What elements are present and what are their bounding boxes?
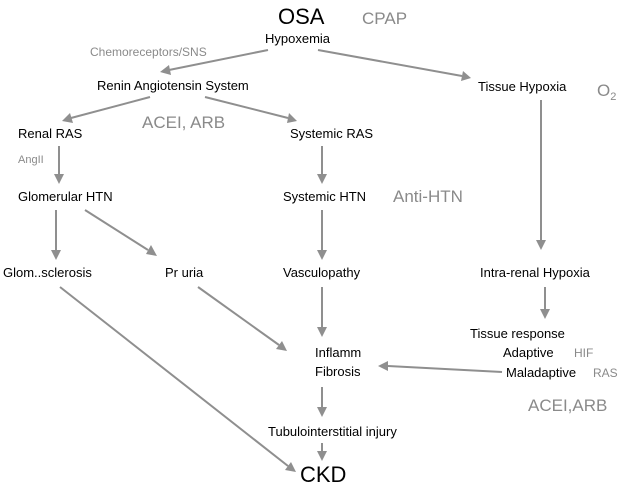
inflamm-label: Inflamm xyxy=(315,345,361,360)
arrowhead-tubulointerstitial-to-ckd xyxy=(317,451,327,461)
arrowhead-glomerular-htn-to-glom-sclerosis xyxy=(51,250,61,260)
arrow-hypoxemia-to-tissue-hypoxia xyxy=(317,49,463,77)
arrowhead-intra-renal-to-tissue-response xyxy=(540,309,550,319)
intra-renal-hypoxia-label: Intra-renal Hypoxia xyxy=(480,265,591,280)
anti-htn-label: Anti-HTN xyxy=(393,187,463,206)
pr-uria-label: Pr uria xyxy=(165,265,204,280)
arrow-pr-uria-to-inflamm xyxy=(197,286,280,346)
vasculopathy-label: Vasculopathy xyxy=(283,265,361,280)
glomerular-htn-label: Glomerular HTN xyxy=(18,189,113,204)
maladaptive-label: Maladaptive xyxy=(506,365,576,380)
osa-label: OSA xyxy=(278,4,325,29)
arrow-ras-to-renal-ras xyxy=(70,96,151,119)
systemic-ras-label: Systemic RAS xyxy=(290,126,373,141)
arrowhead-vasculopathy-to-inflamm xyxy=(317,327,327,337)
hypoxemia-label: Hypoxemia xyxy=(265,31,331,46)
arrow-glomerular-htn-to-pr-uria xyxy=(84,209,149,251)
arrowhead-glom-sclerosis-to-ckd xyxy=(285,462,296,472)
tissue-hypoxia-label: Tissue Hypoxia xyxy=(478,79,567,94)
cpap-label: CPAP xyxy=(362,9,407,28)
arrowhead-hypoxemia-to-ras xyxy=(160,65,171,75)
arrowhead-ras-to-renal-ras xyxy=(62,113,73,123)
arrow-hypoxemia-to-ras xyxy=(168,49,269,71)
acei-arb-bottom-label: ACEI,ARB xyxy=(528,396,607,415)
arrow-glom-sclerosis-to-ckd xyxy=(59,286,289,467)
ras-small-label: RAS xyxy=(593,366,618,380)
arrowhead-tissue-hypoxia-to-intra-renal xyxy=(536,240,546,250)
arrow-ras-to-systemic-ras xyxy=(204,96,289,119)
tissue-response-label: Tissue response xyxy=(470,326,565,341)
glom-sclerosis-label: Glom..sclerosis xyxy=(3,265,92,280)
adaptive-label: Adaptive xyxy=(503,345,554,360)
arrowhead-renal-ras-to-glomerular-htn xyxy=(54,174,64,184)
arrow-maladaptive-to-fibrosis xyxy=(387,365,503,373)
chemoreceptors-label: Chemoreceptors/SNS xyxy=(90,45,207,59)
fibrosis-label: Fibrosis xyxy=(315,364,361,379)
arrowhead-ras-to-systemic-ras xyxy=(287,113,297,123)
hif-label: HIF xyxy=(574,346,593,360)
arrowhead-maladaptive-to-fibrosis xyxy=(378,361,388,371)
angii-label: AngII xyxy=(18,154,44,166)
o2-label: O2 xyxy=(597,81,616,103)
systemic-htn-label: Systemic HTN xyxy=(283,189,366,204)
renal-ras-label: Renal RAS xyxy=(18,126,83,141)
ckd-label: CKD xyxy=(300,462,346,487)
arrows xyxy=(51,49,550,472)
arrowhead-systemic-ras-to-systemic-htn xyxy=(317,174,327,184)
arrowhead-fibrosis-to-tubulointerstitial xyxy=(317,407,327,417)
acei-arb-top-label: ACEI, ARB xyxy=(142,113,225,132)
arrowhead-systemic-htn-to-vasculopathy xyxy=(317,250,327,260)
arrowhead-pr-uria-to-inflamm xyxy=(276,341,287,351)
arrowhead-glomerular-htn-to-pr-uria xyxy=(146,245,157,256)
arrowhead-hypoxemia-to-tissue-hypoxia xyxy=(461,71,471,81)
ras-label: Renin Angiotensin System xyxy=(97,78,249,93)
tubulointerstitial-label: Tubulointerstitial injury xyxy=(268,424,397,439)
